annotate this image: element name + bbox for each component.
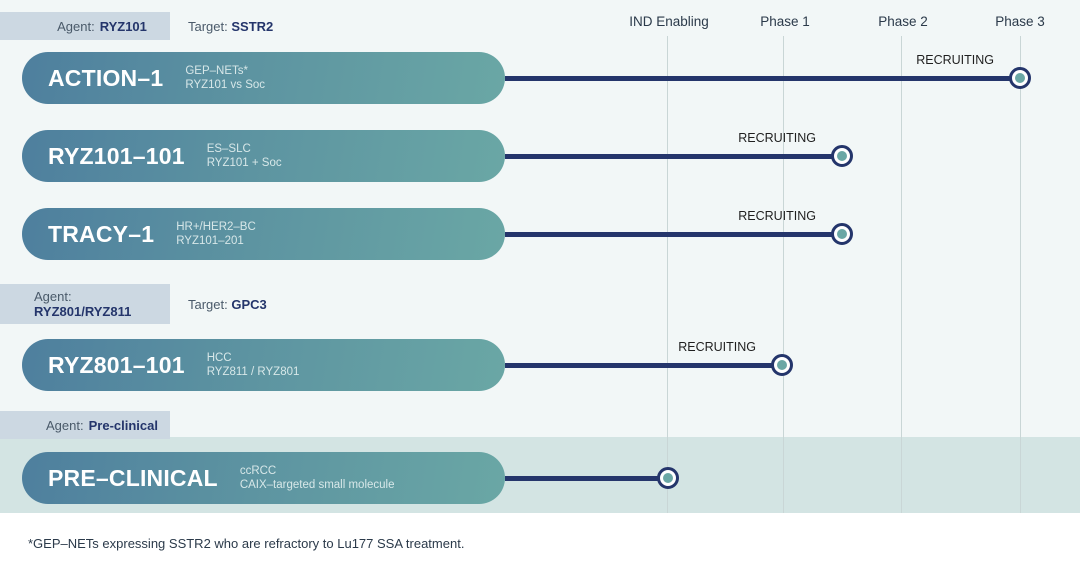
target-label-prefix: Target: [188,18,228,34]
program-details: HR+/HER2–BC RYZ101–201 [176,220,256,248]
program-indication: ccRCC [239,465,277,477]
target-label-value: GPC3 [231,296,267,312]
program-name: TRACY–1 [48,220,155,247]
phase-header-1: IND Enabling [629,14,709,29]
program-name: PRE–CLINICAL [48,464,218,491]
program-regimen: RYZ101 vs Soc [185,79,266,91]
program-details: ccRCC CAIX–targeted small molecule [240,464,395,492]
program-indication: ES–SLC [206,143,251,155]
program-indication: HR+/HER2–BC [176,221,256,233]
progress-bar [505,153,842,159]
phase-milestone-marker[interactable] [1009,67,1031,89]
agent-label-value: Pre-clinical [88,417,158,433]
gridline-phase-3 [901,36,902,513]
agent-chip: Agent:RYZ801/RYZ811 [0,284,170,324]
program-pill[interactable]: PRE–CLINICAL ccRCC CAIX–targeted small mol… [22,452,505,504]
target-label: Target: GPC3 [188,297,267,312]
program-regimen: CAIX–targeted small molecule [239,479,395,491]
agent-chip: Agent:Pre-clinical [0,411,170,439]
program-pill[interactable]: RYZ101–101 ES–SLC RYZ101 + Soc [22,130,505,182]
gridline-phase-2 [783,36,784,513]
gridline-phase-4 [1020,36,1021,513]
agent-group-header-2: Agent:RYZ801/RYZ811 Target: GPC3 [0,284,267,324]
target-label-prefix: Target: [188,296,228,312]
phase-header-2: Phase 1 [760,14,810,29]
footnote: *GEP–NETs expressing SSTR2 who are refra… [28,536,465,551]
program-name: RYZ101–101 [48,142,185,169]
program-regimen: RYZ101 + Soc [206,157,282,169]
progress-bar [505,231,842,237]
program-details: HCC RYZ811 / RYZ801 [207,351,300,379]
status-badge: RECRUITING [738,209,816,223]
agent-label-prefix: Agent: [57,18,95,34]
gridline-phase-1 [667,36,668,513]
program-row[interactable]: TRACY–1 HR+/HER2–BC RYZ101–201 RECRUITING [0,208,1080,260]
phase-milestone-marker[interactable] [657,467,679,489]
program-row[interactable]: RYZ101–101 ES–SLC RYZ101 + Soc RECRUITING [0,130,1080,182]
progress-bar [505,75,1020,81]
status-badge: RECRUITING [916,53,994,67]
program-regimen: RYZ811 / RYZ801 [206,366,300,378]
agent-label-prefix: Agent: [34,289,72,304]
status-badge: RECRUITING [738,131,816,145]
program-regimen: RYZ101–201 [176,235,244,247]
phase-header-4: Phase 3 [995,14,1045,29]
program-pill[interactable]: ACTION–1 GEP–NETs* RYZ101 vs Soc [22,52,505,104]
program-row[interactable]: PRE–CLINICAL ccRCC CAIX–targeted small mol… [0,452,1080,504]
phase-header-3: Phase 2 [878,14,928,29]
program-details: GEP–NETs* RYZ101 vs Soc [185,64,265,92]
program-name: ACTION–1 [48,64,164,91]
target-label: Target: SSTR2 [188,19,273,34]
phase-milestone-marker[interactable] [771,354,793,376]
agent-chip: Agent:RYZ101 [0,12,170,40]
status-badge: RECRUITING [678,340,756,354]
phase-milestone-marker[interactable] [831,145,853,167]
program-indication: HCC [206,352,232,364]
agent-label-prefix: Agent: [46,417,84,433]
agent-group-header-1: Agent:RYZ101 Target: SSTR2 [0,12,273,40]
phase-milestone-marker[interactable] [831,223,853,245]
agent-label-value: RYZ801/RYZ811 [34,304,132,319]
program-row[interactable]: ACTION–1 GEP–NETs* RYZ101 vs Soc RECRUITING [0,52,1080,104]
progress-bar [505,475,668,481]
program-details: ES–SLC RYZ101 + Soc [207,142,282,170]
progress-bar [505,362,782,368]
target-label-value: SSTR2 [231,18,274,34]
program-indication: GEP–NETs* [185,65,248,77]
program-pill[interactable]: RYZ801–101 HCC RYZ811 / RYZ801 [22,339,505,391]
program-name: RYZ801–101 [48,351,185,378]
program-row[interactable]: RYZ801–101 HCC RYZ811 / RYZ801 RECRUITING [0,339,1080,391]
program-pill[interactable]: TRACY–1 HR+/HER2–BC RYZ101–201 [22,208,505,260]
agent-label-value: RYZ101 [99,18,147,34]
agent-group-header-3: Agent:Pre-clinical [0,411,170,439]
